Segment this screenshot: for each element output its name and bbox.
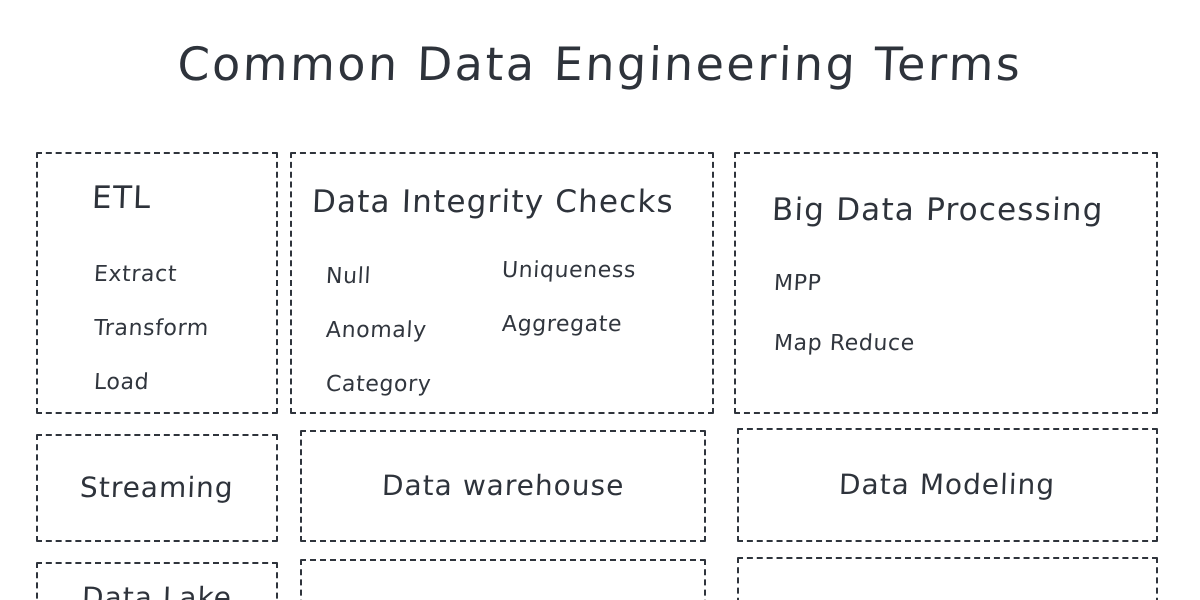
card-data-warehouse-title: Data warehouse — [381, 469, 625, 502]
card-row3-middle[interactable] — [300, 559, 706, 600]
card-etl-title: ETL — [91, 180, 153, 216]
page-title: Common Data Engineering Terms — [176, 37, 1024, 91]
card-streaming-title: Streaming — [79, 471, 235, 504]
card-data-modeling-title: Data Modeling — [838, 468, 1057, 501]
card-data-integrity-checks-item-list-left: Null Anomaly Category — [325, 250, 432, 412]
card-data-integrity-checks-title: Data Integrity Checks — [311, 184, 675, 220]
list-item[interactable]: Anomaly — [325, 318, 428, 343]
card-big-data-processing[interactable]: Big Data Processing MPP Map Reduce — [734, 152, 1158, 414]
list-item[interactable]: Aggregate — [501, 312, 623, 337]
list-item[interactable]: Category — [325, 372, 432, 397]
card-data-integrity-checks[interactable]: Data Integrity Checks Null Anomaly Categ… — [290, 152, 714, 414]
card-big-data-processing-title: Big Data Processing — [771, 192, 1105, 228]
list-item[interactable]: Transform — [93, 316, 210, 341]
list-item[interactable]: Null — [325, 264, 372, 289]
list-item[interactable]: Uniqueness — [501, 258, 637, 283]
card-data-integrity-checks-item-list-right: Uniqueness Aggregate — [501, 244, 637, 352]
list-item[interactable]: MPP — [773, 271, 823, 296]
card-data-lake-title: Data Lake — [81, 581, 233, 600]
card-row3-right[interactable] — [737, 557, 1158, 600]
list-item[interactable]: Extract — [93, 262, 178, 287]
card-data-warehouse[interactable]: Data warehouse — [300, 430, 706, 542]
list-item[interactable]: Load — [93, 370, 150, 395]
card-etl-item-list: Extract Transform Load — [93, 248, 210, 410]
card-big-data-processing-item-list: MPP Map Reduce — [773, 254, 916, 374]
card-etl[interactable]: ETL Extract Transform Load — [36, 152, 278, 414]
card-data-lake[interactable]: Data Lake — [36, 562, 278, 600]
card-data-modeling[interactable]: Data Modeling — [737, 428, 1158, 542]
card-streaming[interactable]: Streaming — [36, 434, 278, 542]
list-item[interactable]: Map Reduce — [773, 331, 916, 356]
